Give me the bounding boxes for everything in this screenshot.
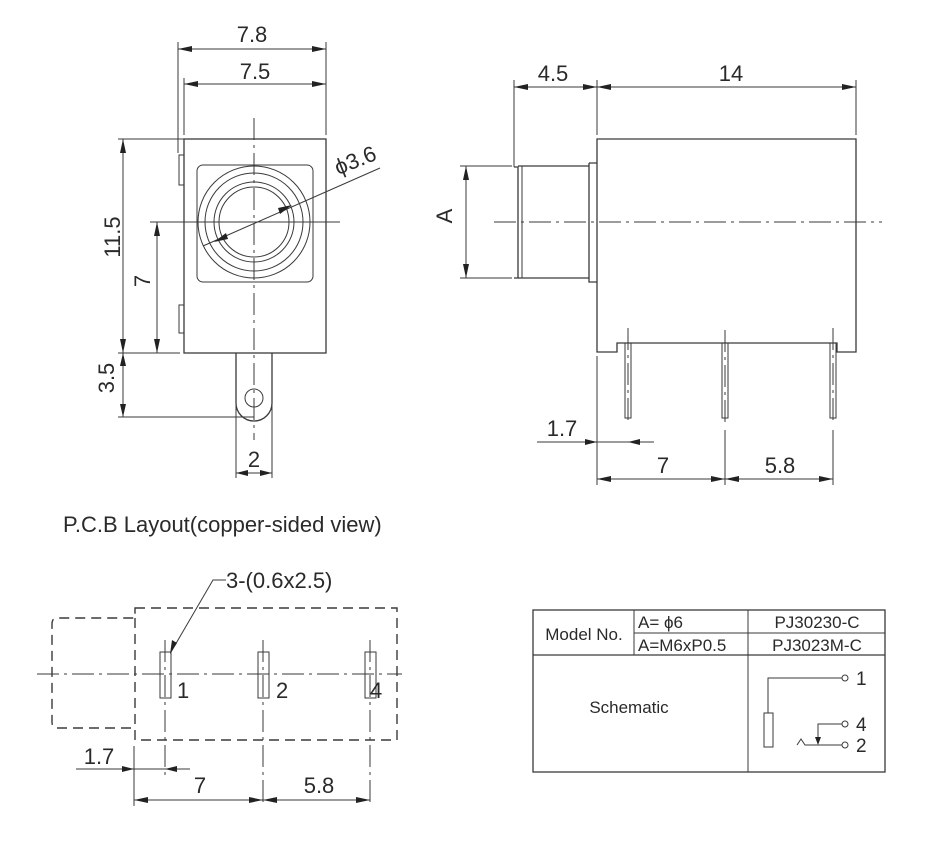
schematic-pin-1: 1 (856, 669, 867, 690)
pcb-outline-dashed (51, 607, 398, 741)
dim-nose-diameter: A (432, 208, 457, 223)
schematic-pin-4: 4 (856, 715, 867, 736)
front-solder-tab (235, 353, 273, 422)
dim-width-inner: 7.5 (240, 59, 271, 84)
front-side-tab-upper (178, 154, 185, 186)
side-nose-flange (588, 162, 597, 283)
schematic-label: Schematic (589, 698, 669, 717)
model-pj3023m-c: PJ3023M-C (772, 636, 862, 655)
dim-pin-pitch-2: 5.8 (765, 453, 796, 478)
side-pins (624, 328, 837, 425)
dim-pin-pitch-1: 7 (657, 453, 669, 478)
dim-body-length: 14 (719, 61, 743, 86)
front-solder-tab-hole (244, 388, 264, 408)
schematic-symbol (763, 674, 849, 749)
model-no-label: Model No. (545, 625, 622, 644)
front-view: 7.8 7.5 ϕ3.6 11.5 7 3.5 (94, 22, 381, 478)
spec-table: Model No. A= ϕ6 A=M6xP0.5 PJ30230-C PJ30… (532, 609, 886, 773)
variant-a-phi6: A= ϕ6 (638, 613, 683, 632)
pcb-pin-label-1: 1 (177, 678, 189, 703)
model-pj30230-c: PJ30230-C (774, 613, 859, 632)
pcb-dim-pin-pitch-2: 5.8 (304, 773, 335, 798)
pcb-dim-pin-pitch-1: 7 (194, 773, 206, 798)
dim-nose-length: 4.5 (538, 61, 569, 86)
dim-height: 11.5 (100, 216, 125, 257)
side-view: 4.5 14 A 1.7 7 5.8 (432, 61, 882, 485)
dim-tab-height: 3.5 (94, 363, 119, 394)
dim-pin-offset: 1.7 (547, 416, 578, 441)
side-nose-front (514, 166, 519, 279)
pcb-layout: P.C.B Layout(copper-sided view) 1 2 4 3-… (37, 512, 402, 806)
front-side-tab-lower (178, 304, 185, 334)
dim-width-outer: 7.8 (237, 22, 268, 47)
dim-tab-width: 2 (248, 447, 260, 472)
spec-table-border (532, 609, 886, 773)
dim-diameter: ϕ3.6 (331, 141, 380, 180)
front-body-outline (183, 138, 327, 354)
pcb-hole-callout: 3-(0.6x2.5) (226, 568, 332, 593)
variant-a-m6: A=M6xP0.5 (638, 636, 726, 655)
pcb-dim-pin-offset: 1.7 (84, 744, 115, 769)
pcb-pin-label-2: 2 (276, 678, 288, 703)
side-body-outline (596, 138, 857, 353)
pcb-pin-label-4: 4 (370, 678, 382, 703)
dim-center-height: 7 (130, 275, 155, 287)
pcb-layout-title: P.C.B Layout(copper-sided view) (63, 512, 382, 537)
schematic-pin-2: 2 (856, 736, 867, 757)
front-face-plate (196, 164, 314, 283)
